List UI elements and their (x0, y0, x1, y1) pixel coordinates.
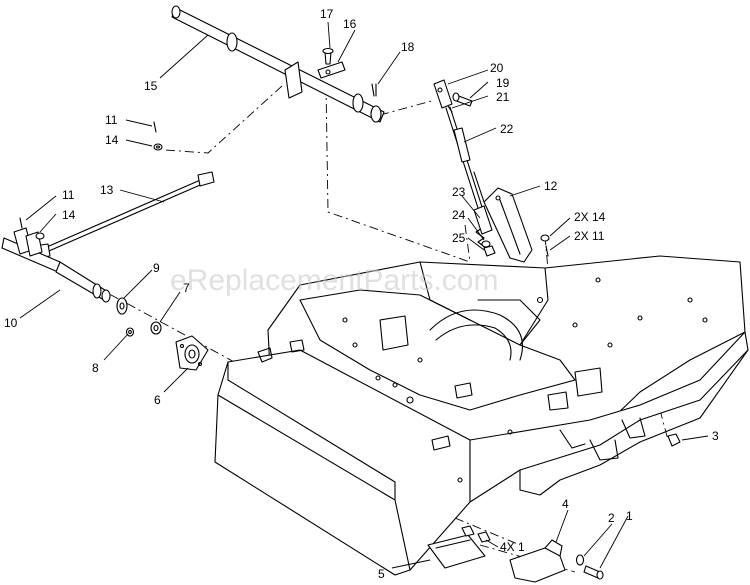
callout-4: 4 (562, 497, 569, 511)
frame-side-plate (469, 331, 749, 503)
clip-16 (317, 61, 346, 79)
callout-16: 16 (343, 17, 357, 31)
nut-3 (667, 433, 681, 447)
callout-4x1: 4X 1 (500, 540, 525, 554)
callout-21: 21 (496, 90, 510, 104)
callout-22: 22 (500, 122, 514, 136)
nut-25 (483, 245, 496, 257)
chassis-frame (214, 255, 749, 576)
washer-8 (125, 327, 135, 337)
callout-9: 9 (153, 261, 160, 275)
callout-labels: 15 17 16 18 20 19 21 22 12 23 24 25 2X 1… (4, 7, 719, 581)
callout-2x11: 2X 11 (574, 229, 605, 243)
callout-14-lower: 14 (62, 208, 76, 222)
lower-shaft-10 (1, 227, 111, 303)
pin-11-upper (153, 121, 157, 133)
flange-bearing-6 (175, 335, 209, 371)
lever-12 (483, 187, 533, 263)
clevis-20 (433, 79, 453, 109)
callout-18: 18 (401, 40, 415, 54)
callout-5: 5 (378, 567, 385, 581)
washer-14-upper (153, 143, 163, 151)
callout-15: 15 (144, 79, 158, 93)
watermark-text: eReplacementParts.com (170, 264, 498, 297)
callout-10: 10 (4, 316, 18, 330)
leader-lines (19, 21, 709, 569)
washer-7 (150, 321, 162, 335)
callout-24: 24 (452, 208, 466, 222)
bushing-9 (116, 297, 128, 315)
callout-11-upper: 11 (105, 113, 118, 127)
callout-7: 7 (183, 281, 190, 295)
callout-12: 12 (544, 179, 558, 193)
callout-19: 19 (496, 76, 510, 90)
callout-6: 6 (154, 393, 161, 407)
handle-grip-5 (427, 534, 486, 569)
callout-25: 25 (452, 231, 466, 245)
washer-14-lower (35, 232, 45, 240)
callout-11-lower: 11 (62, 188, 75, 202)
callout-14-upper: 14 (105, 133, 119, 147)
callout-20: 20 (490, 61, 504, 75)
pin-2x11 (545, 245, 549, 257)
callout-3: 3 (712, 429, 719, 443)
callout-13: 13 (100, 183, 114, 197)
washer-2 (575, 554, 585, 566)
screws-4x1 (461, 525, 491, 543)
rod-22 (445, 106, 485, 209)
linkage-rod-13 (33, 171, 215, 259)
upper-shaft (171, 5, 385, 123)
bolt-1 (583, 565, 604, 580)
callout-23: 23 (452, 185, 466, 199)
callout-8: 8 (92, 361, 99, 375)
callout-17: 17 (320, 7, 334, 21)
frame-holes (342, 277, 708, 483)
washer-24 (481, 240, 491, 248)
bracket-4 (509, 539, 566, 583)
callout-2x14: 2X 14 (574, 210, 606, 224)
pin-11-lower (19, 217, 23, 229)
washer-2x14 (540, 234, 550, 242)
cotter-pin-18 (371, 83, 377, 97)
callout-1: 1 (626, 509, 633, 523)
bolt-17 (322, 47, 334, 65)
callout-2: 2 (608, 511, 615, 525)
